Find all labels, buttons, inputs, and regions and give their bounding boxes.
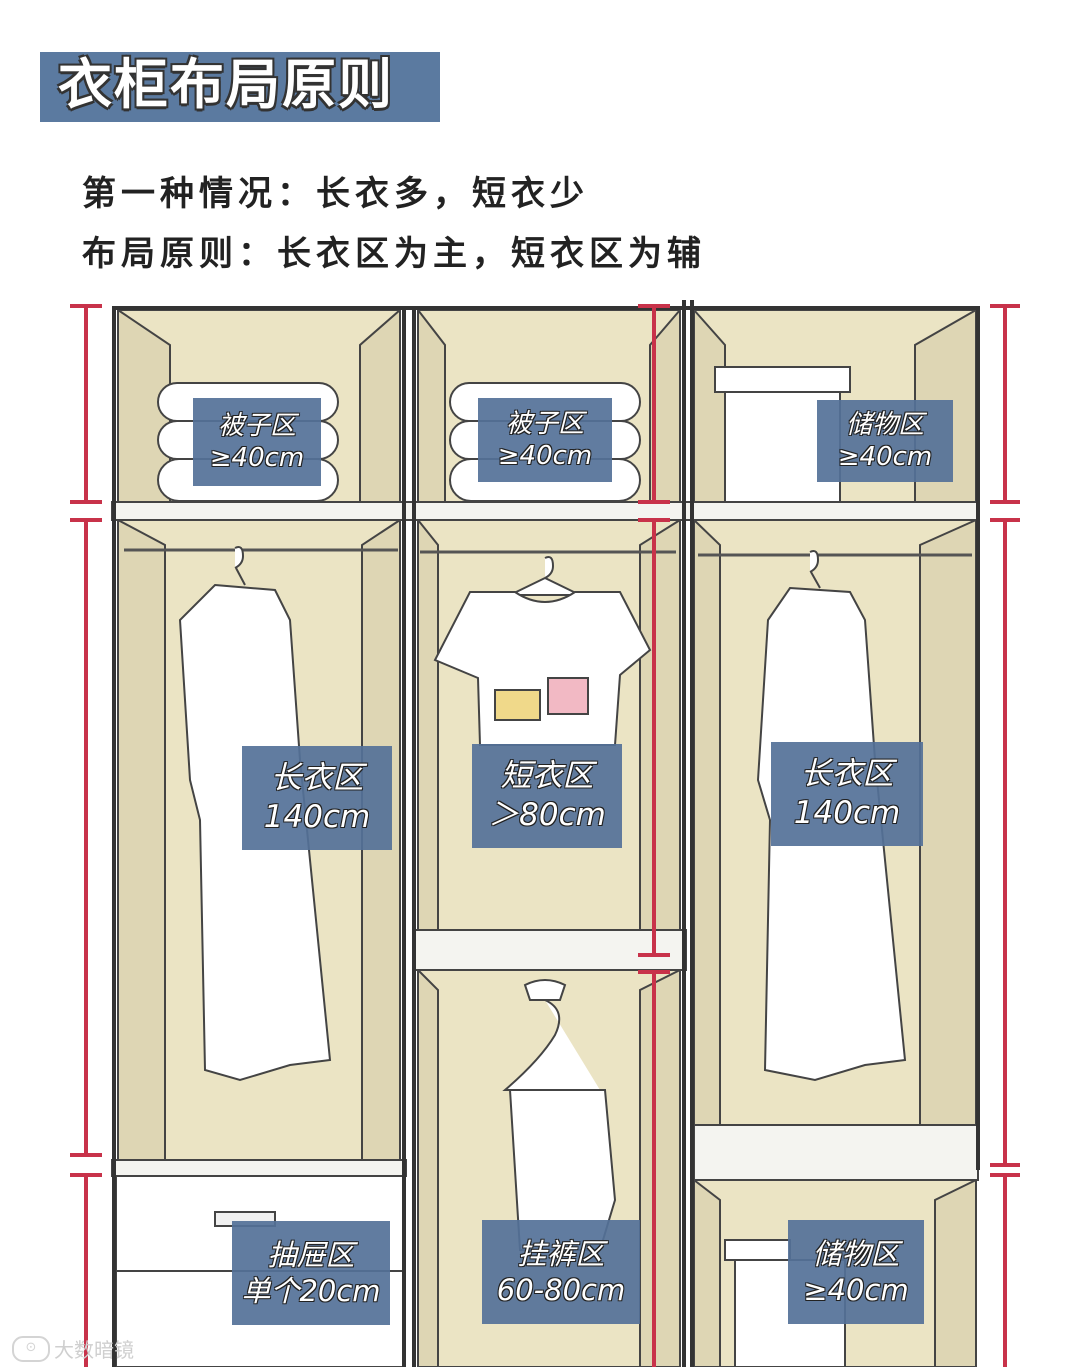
zone-label-drawer: 抽屉区 单个20cm — [232, 1221, 390, 1325]
zone-label-short-middle: 短衣区 ＞80cm — [472, 744, 622, 848]
zone-label-quilt-left: 被子区 ≥40cm — [193, 398, 321, 486]
zone-size: 140cm — [794, 794, 900, 833]
zone-size: 单个20cm — [241, 1273, 380, 1309]
zone-size: 60-80cm — [497, 1272, 625, 1308]
zone-size: ≥40cm — [803, 1272, 908, 1308]
zone-label-long-left: 长衣区 140cm — [242, 746, 392, 850]
zone-label-storage-top: 储物区 ≥40cm — [817, 400, 953, 482]
watermark-logo-icon: ⊙ — [12, 1336, 50, 1362]
zone-label-storage-bottom: 储物区 ≥40cm — [788, 1220, 924, 1324]
zone-name: 挂裤区 — [517, 1236, 604, 1272]
watermark: ⊙ 大数暗镜 — [12, 1334, 134, 1363]
zone-name: 储物区 — [812, 1236, 899, 1272]
zone-size: ＞80cm — [488, 796, 606, 835]
zone-size: 140cm — [264, 798, 370, 837]
zone-name: 抽屉区 — [267, 1237, 354, 1273]
zone-size: ≥40cm — [210, 442, 305, 475]
zone-name: 被子区 — [218, 410, 296, 443]
zone-label-quilt-middle: 被子区 ≥40cm — [478, 398, 612, 482]
zone-name: 长衣区 — [801, 755, 894, 794]
zone-name: 被子区 — [506, 408, 584, 441]
zone-label-long-right: 长衣区 140cm — [771, 742, 923, 846]
zone-name: 长衣区 — [271, 759, 364, 798]
zone-name: 储物区 — [846, 409, 924, 442]
zone-size: ≥40cm — [498, 440, 593, 473]
zone-size: ≥40cm — [838, 441, 933, 474]
watermark-text: 大数暗镜 — [54, 1334, 134, 1363]
zone-label-pants: 挂裤区 60-80cm — [482, 1220, 640, 1324]
zone-name: 短衣区 — [501, 757, 594, 796]
